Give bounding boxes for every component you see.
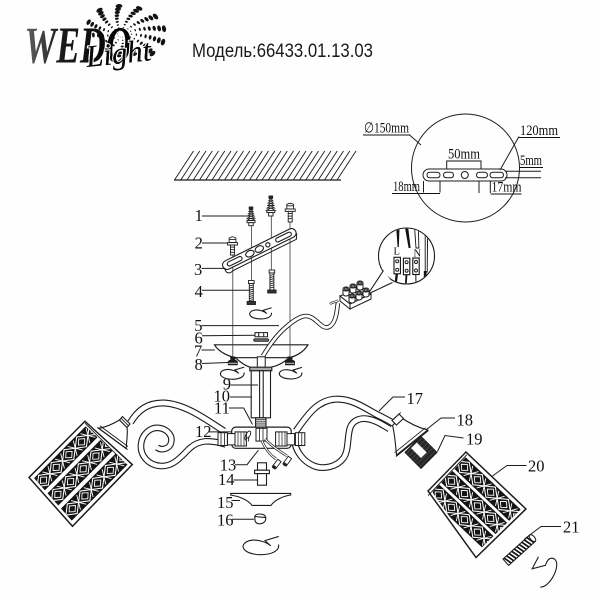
svg-text:2: 2 (195, 234, 203, 253)
svg-text:7: 7 (194, 342, 202, 361)
svg-text:Light: Light (83, 32, 154, 74)
svg-text:6: 6 (195, 329, 203, 348)
svg-text:20: 20 (528, 457, 545, 476)
svg-text:3: 3 (194, 260, 202, 279)
svg-text:4: 4 (195, 282, 203, 301)
svg-text:17: 17 (407, 389, 424, 408)
svg-text:WEDO: WEDO (25, 18, 132, 75)
svg-text:5: 5 (194, 316, 202, 335)
svg-text:8: 8 (195, 355, 203, 374)
svg-text:14: 14 (218, 470, 235, 489)
svg-text:50mm: 50mm (448, 147, 481, 163)
svg-text:L: L (394, 247, 400, 258)
svg-text:5mm: 5mm (520, 153, 543, 169)
svg-text:17mm: 17mm (492, 180, 523, 196)
svg-text:Light: Light (83, 32, 154, 74)
svg-text:21: 21 (563, 518, 580, 537)
svg-text:11: 11 (214, 399, 230, 418)
svg-text:18mm: 18mm (393, 179, 421, 195)
svg-text:18: 18 (457, 411, 474, 430)
svg-text:9: 9 (223, 375, 231, 394)
svg-text:10: 10 (214, 387, 231, 406)
svg-text:12: 12 (195, 422, 212, 441)
svg-text:∅150mm: ∅150mm (364, 121, 410, 137)
svg-text:15: 15 (217, 493, 234, 512)
svg-text:120mm: 120mm (520, 123, 559, 139)
svg-text:13: 13 (220, 455, 237, 474)
svg-text:1: 1 (195, 206, 203, 225)
svg-text:16: 16 (217, 510, 234, 529)
svg-text:19: 19 (466, 430, 483, 449)
svg-text:Модель:66433.01.13.03: Модель:66433.01.13.03 (192, 40, 373, 62)
svg-text:N: N (414, 249, 422, 260)
